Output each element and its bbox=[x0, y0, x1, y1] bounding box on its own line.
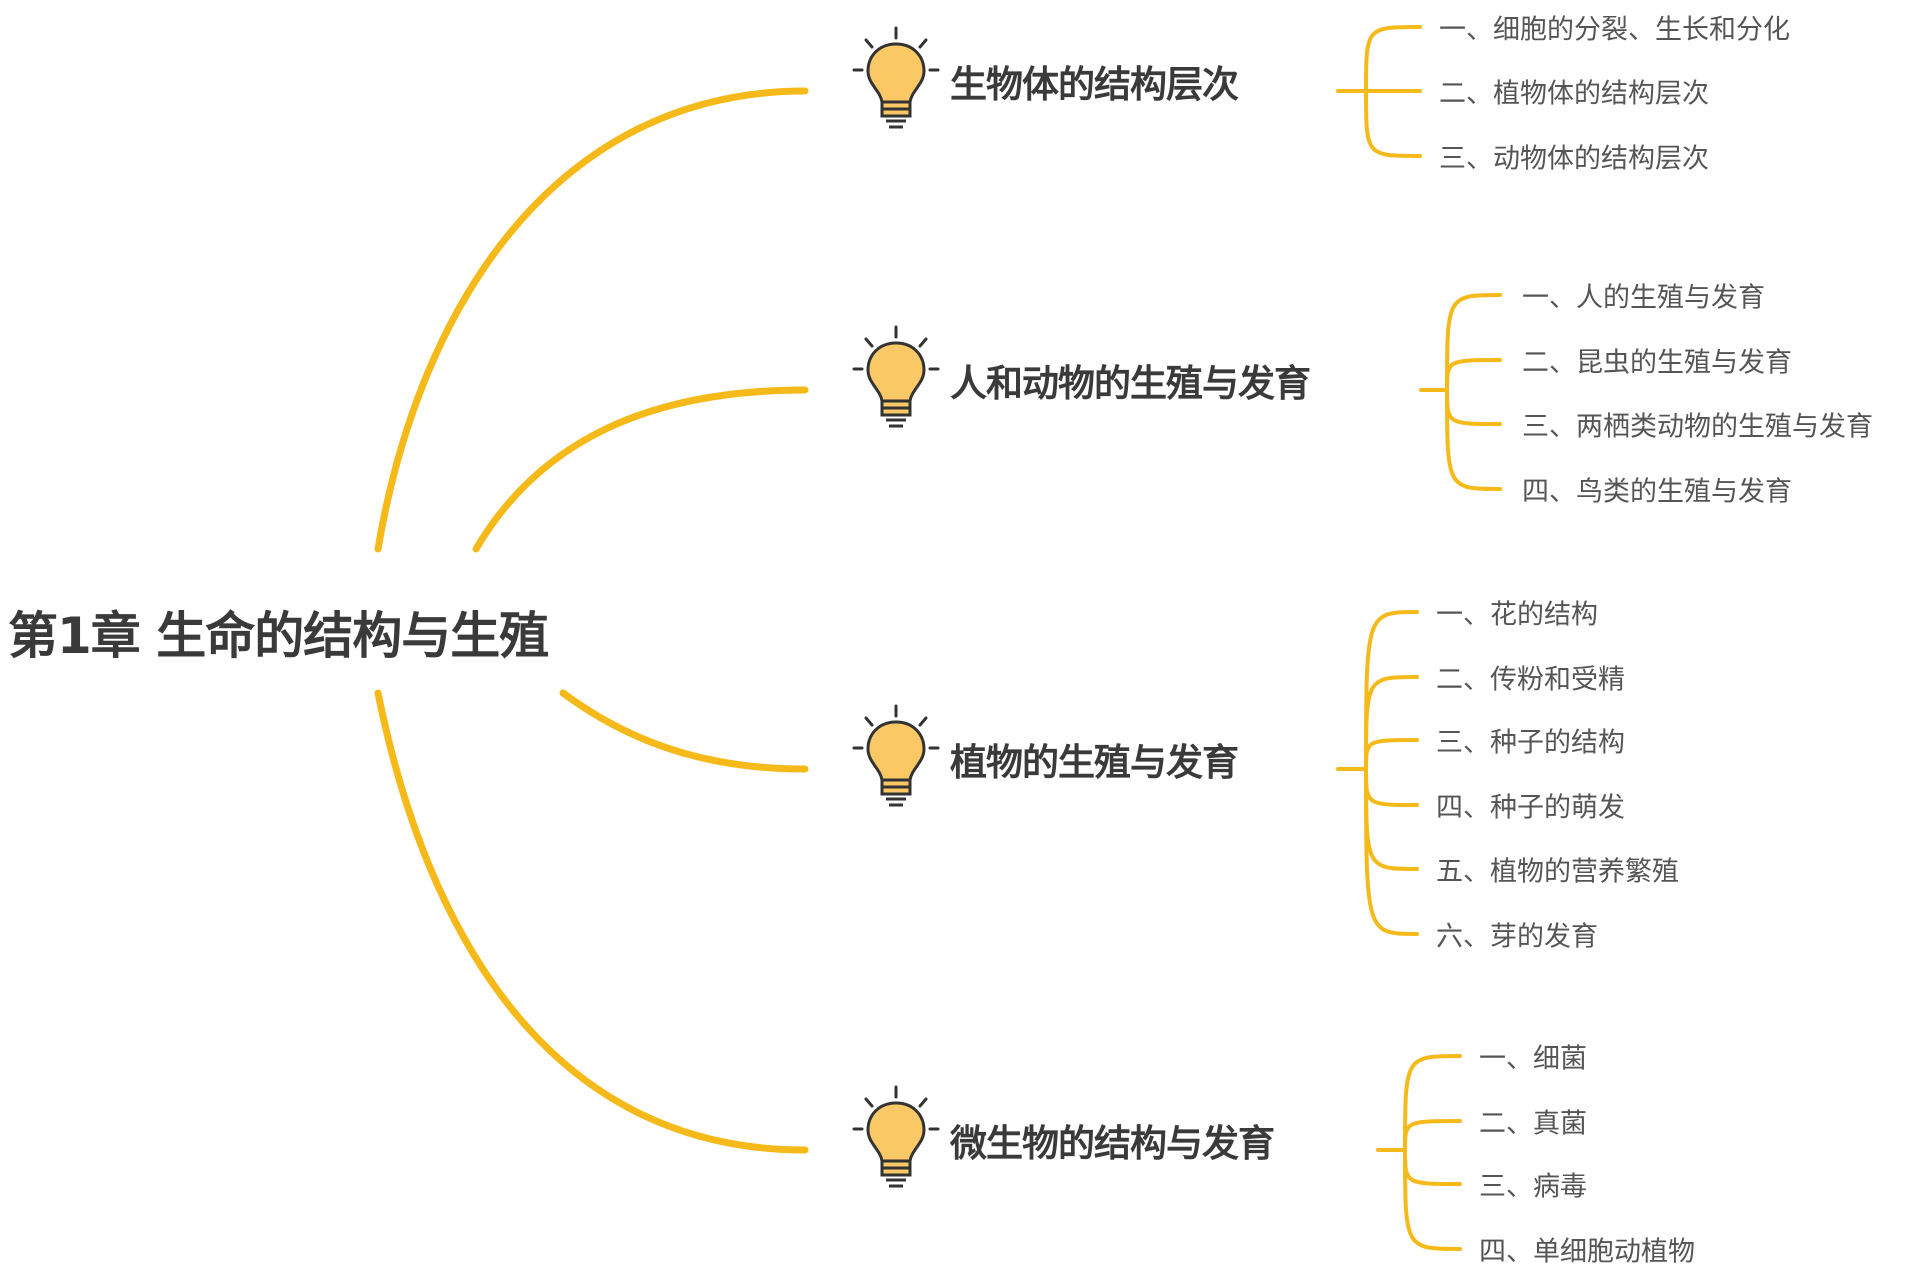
child-connector bbox=[1364, 738, 1419, 771]
child-connector bbox=[1364, 767, 1419, 936]
subtopic[interactable]: 五、植物的营养繁殖 bbox=[1436, 856, 1679, 888]
child-connector bbox=[1445, 293, 1502, 392]
subtopic[interactable]: 一、细胞的分裂、生长和分化 bbox=[1439, 14, 1790, 46]
branch-label: 人和动物的生殖与发育 bbox=[950, 362, 1311, 405]
subtopic[interactable]: 二、昆虫的生殖与发育 bbox=[1522, 347, 1792, 379]
subtopic[interactable]: 二、植物体的结构层次 bbox=[1439, 78, 1709, 110]
subtopic[interactable]: 四、种子的萌发 bbox=[1436, 792, 1625, 824]
child-connector bbox=[1445, 358, 1502, 392]
branch-curve bbox=[472, 386, 809, 553]
branch-curve bbox=[374, 689, 809, 1154]
branch-label: 生物体的结构层次 bbox=[950, 63, 1239, 106]
child-connector bbox=[1364, 25, 1422, 93]
child-connector bbox=[1364, 610, 1419, 771]
subtopic[interactable]: 一、花的结构 bbox=[1436, 599, 1598, 631]
subtopic[interactable]: 三、种子的结构 bbox=[1436, 727, 1625, 759]
subtopic[interactable]: 三、两栖类动物的生殖与发育 bbox=[1522, 411, 1873, 443]
subtopic[interactable]: 一、细菌 bbox=[1479, 1043, 1587, 1075]
child-connector bbox=[1364, 767, 1419, 807]
lightbulb-icon bbox=[848, 702, 944, 816]
child-connector bbox=[1445, 388, 1502, 491]
child-connector bbox=[1403, 1148, 1462, 1251]
child-connector bbox=[1403, 1054, 1462, 1152]
branch-topic[interactable]: 微生物的结构与发育 bbox=[848, 1085, 1275, 1188]
subtopic[interactable]: 三、病毒 bbox=[1479, 1171, 1587, 1203]
branch-label: 植物的生殖与发育 bbox=[950, 741, 1239, 784]
lightbulb-icon bbox=[848, 24, 944, 138]
subtopic[interactable]: 六、芽的发育 bbox=[1436, 921, 1598, 953]
branch-topic[interactable]: 生物体的结构层次 bbox=[848, 26, 1239, 129]
child-connector bbox=[1403, 1119, 1462, 1152]
subtopic[interactable]: 二、真菌 bbox=[1479, 1108, 1587, 1140]
child-connector bbox=[1445, 388, 1502, 426]
subtopic[interactable]: 二、传粉和受精 bbox=[1436, 664, 1625, 696]
branch-curve bbox=[559, 689, 809, 773]
subtopic[interactable]: 四、单细胞动植物 bbox=[1479, 1236, 1695, 1268]
subtopic[interactable]: 四、鸟类的生殖与发育 bbox=[1522, 476, 1792, 508]
child-connector bbox=[1364, 767, 1419, 871]
branch-topic[interactable]: 人和动物的生殖与发育 bbox=[848, 325, 1311, 428]
root-topic[interactable]: 第1章 生命的结构与生殖 bbox=[8, 607, 549, 665]
branch-topic[interactable]: 植物的生殖与发育 bbox=[848, 704, 1239, 807]
subtopic[interactable]: 三、动物体的结构层次 bbox=[1439, 143, 1709, 175]
lightbulb-icon bbox=[848, 1083, 944, 1197]
child-connector bbox=[1403, 1148, 1462, 1186]
child-connector bbox=[1364, 675, 1419, 771]
branch-label: 微生物的结构与发育 bbox=[950, 1122, 1275, 1165]
lightbulb-icon bbox=[848, 323, 944, 437]
child-connector bbox=[1364, 89, 1422, 158]
subtopic[interactable]: 一、人的生殖与发育 bbox=[1522, 282, 1765, 314]
branch-curve bbox=[374, 87, 809, 553]
